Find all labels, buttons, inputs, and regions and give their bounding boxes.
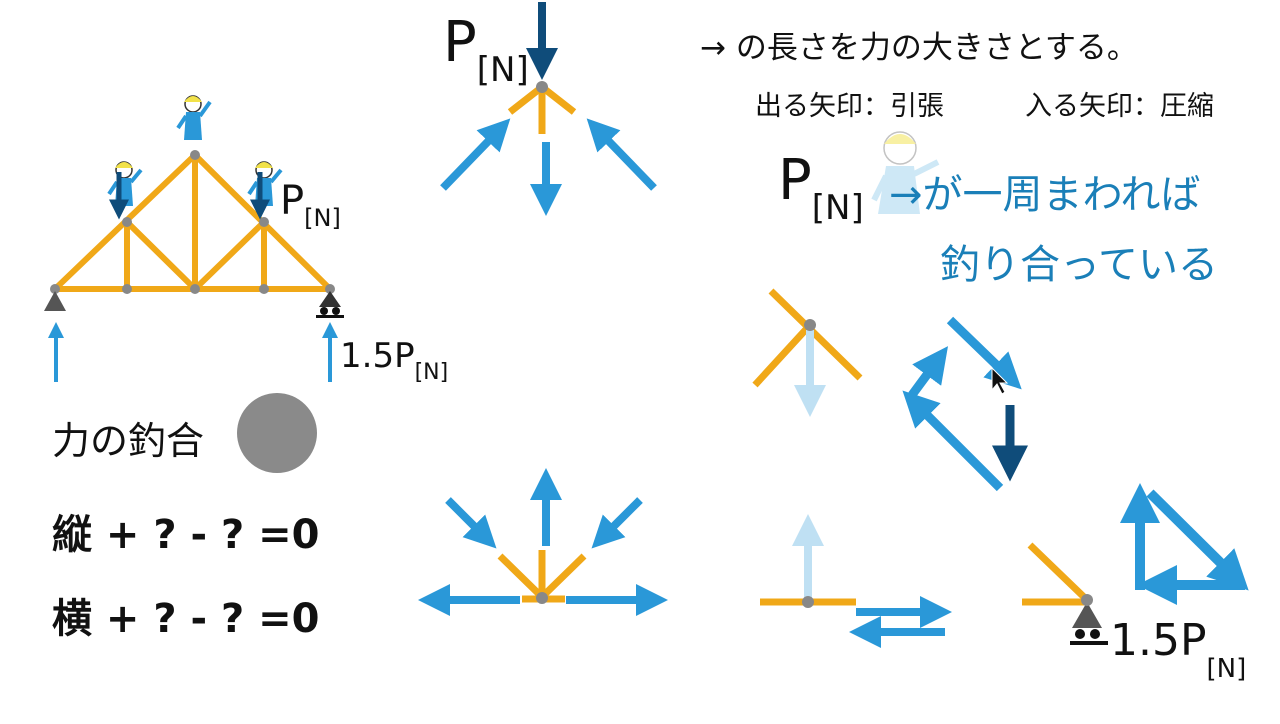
pointing-figure-icon (871, 131, 940, 214)
vertical-equation: 縦 + ? - ? =0 (52, 512, 320, 558)
upper-joint-diagram (752, 288, 863, 417)
cursor-icon (991, 366, 1009, 395)
roller-support-icon (316, 291, 344, 318)
top-load-label: P[N] (443, 10, 529, 90)
note-tension: 出る矢印：引張 (755, 91, 944, 122)
horizontal-equation: 横 + ? - ? =0 (52, 596, 320, 642)
force-polygon-support (1120, 483, 1249, 605)
cycle-line1: →が一周まわれば (889, 172, 1201, 218)
note-line1: → の長さを力の大きさとする。 (700, 30, 1138, 66)
cycle-load-label: P[N] (778, 148, 864, 228)
top-joint-diagram (440, 2, 657, 216)
bottom-joint-diagram (418, 468, 668, 616)
force-polygon-upper (902, 316, 1028, 492)
blank-circle (237, 393, 317, 473)
truss-load-label: P[N] (280, 178, 341, 232)
load-arrows (109, 172, 270, 220)
reaction-label: 1.5P[N] (340, 336, 449, 385)
cycle-line2: 釣り合っている (940, 242, 1218, 288)
lower-joint-diagram (760, 514, 952, 648)
reaction-arrows (48, 322, 338, 382)
support-reaction-label: 1.5P[N] (1110, 615, 1247, 684)
note-compression: 入る矢印：圧縮 (1025, 91, 1214, 122)
truss-joints (50, 150, 335, 294)
pin-support-icon (44, 291, 66, 311)
support-joint-diagram (1022, 542, 1108, 645)
equilibrium-title: 力の釣合 (52, 419, 205, 463)
